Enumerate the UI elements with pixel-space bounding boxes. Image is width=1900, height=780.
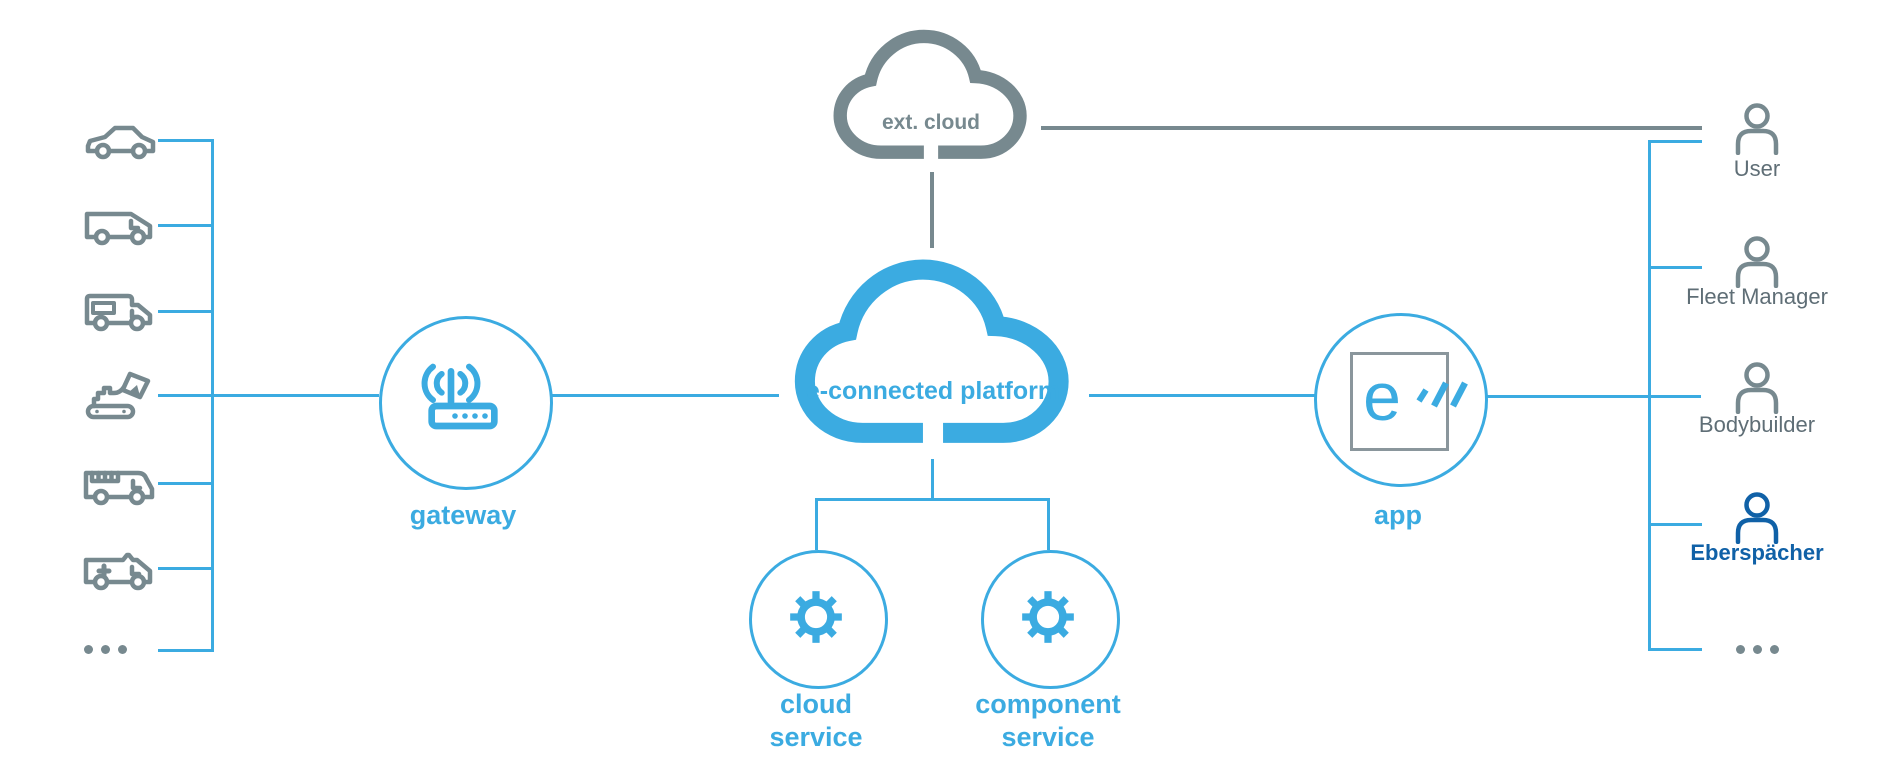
user-row xyxy=(1733,236,1781,289)
gear-icon xyxy=(1022,591,1074,643)
component-service-node xyxy=(981,550,1120,689)
eberspaecher-label: Eberspächer xyxy=(1690,540,1824,565)
e-logo-slashes-icon xyxy=(1416,381,1468,408)
branch-drop-component-service xyxy=(1047,498,1050,550)
connector-camper xyxy=(158,310,213,313)
vehicle-row xyxy=(82,199,158,251)
gateway-label: gateway xyxy=(409,500,517,530)
more-users-ellipsis xyxy=(1736,645,1779,654)
branch-horizontal xyxy=(815,498,1050,501)
component-service-label: component service xyxy=(975,689,1121,752)
fleet-manager-label: Fleet Manager xyxy=(1686,284,1828,309)
connector-eberspaecher xyxy=(1649,523,1702,526)
vehicle-row xyxy=(82,285,158,337)
app-label: app xyxy=(1373,500,1422,530)
connector-van xyxy=(158,224,213,227)
van-icon xyxy=(84,211,153,246)
connector-extcloud-user xyxy=(1041,126,1702,130)
connector-gateway-platform xyxy=(549,394,779,397)
user-label: User xyxy=(1733,156,1781,181)
cloud-service-node xyxy=(749,550,888,689)
more-vehicles-ellipsis xyxy=(84,645,127,654)
user-row xyxy=(1733,103,1781,156)
dot xyxy=(1753,645,1762,654)
user-icon-highlighted xyxy=(1735,492,1779,545)
wifi-router-icon xyxy=(421,363,498,430)
user-bracket xyxy=(1648,140,1651,651)
dot xyxy=(1770,645,1779,654)
user-icon xyxy=(1735,362,1779,415)
ext-cloud-label: ext. cloud xyxy=(881,111,981,134)
ext-cloud-icon xyxy=(833,29,1027,169)
connector-bus xyxy=(158,482,213,485)
connector-platform-app xyxy=(1089,394,1315,397)
branch-drop-cloud-service xyxy=(815,498,818,550)
dot xyxy=(101,645,110,654)
bodybuilder-label: Bodybuilder xyxy=(1698,412,1816,437)
connector-users-more xyxy=(1649,648,1702,651)
connector-vehicles-more xyxy=(158,649,213,652)
connector-extcloud-platform xyxy=(930,172,934,248)
connector-platform-branch xyxy=(931,459,934,501)
cloud-service-label: cloud service xyxy=(769,689,863,752)
ambulance-icon xyxy=(83,552,153,591)
connector-app-users xyxy=(1482,395,1701,398)
vehicle-row xyxy=(82,369,158,421)
connector-fleet-manager xyxy=(1649,266,1702,269)
platform-cloud-icon xyxy=(794,259,1069,456)
connector-user xyxy=(1649,140,1702,143)
user-icon xyxy=(1735,103,1779,156)
camper-icon xyxy=(84,293,153,332)
user-row xyxy=(1733,492,1781,545)
vehicle-row xyxy=(82,458,158,510)
platform-label: e-connected platform xyxy=(805,377,1061,405)
excavator-icon xyxy=(85,371,151,420)
gear-icon xyxy=(790,591,842,643)
car-icon xyxy=(85,125,156,160)
vehicle-row xyxy=(82,543,158,595)
dot xyxy=(84,645,93,654)
dot xyxy=(118,645,127,654)
user-row xyxy=(1733,362,1781,415)
vehicle-row xyxy=(82,114,158,166)
vehicle-bracket xyxy=(211,139,214,652)
connector-ambulance xyxy=(158,567,213,570)
bus-icon xyxy=(83,470,155,506)
dot xyxy=(1736,645,1745,654)
connector-car xyxy=(158,139,213,142)
user-icon xyxy=(1735,236,1779,289)
e-logo-square xyxy=(1350,352,1449,451)
e-logo-letter: e xyxy=(1363,359,1401,435)
connector-excavator-gateway xyxy=(158,394,379,397)
